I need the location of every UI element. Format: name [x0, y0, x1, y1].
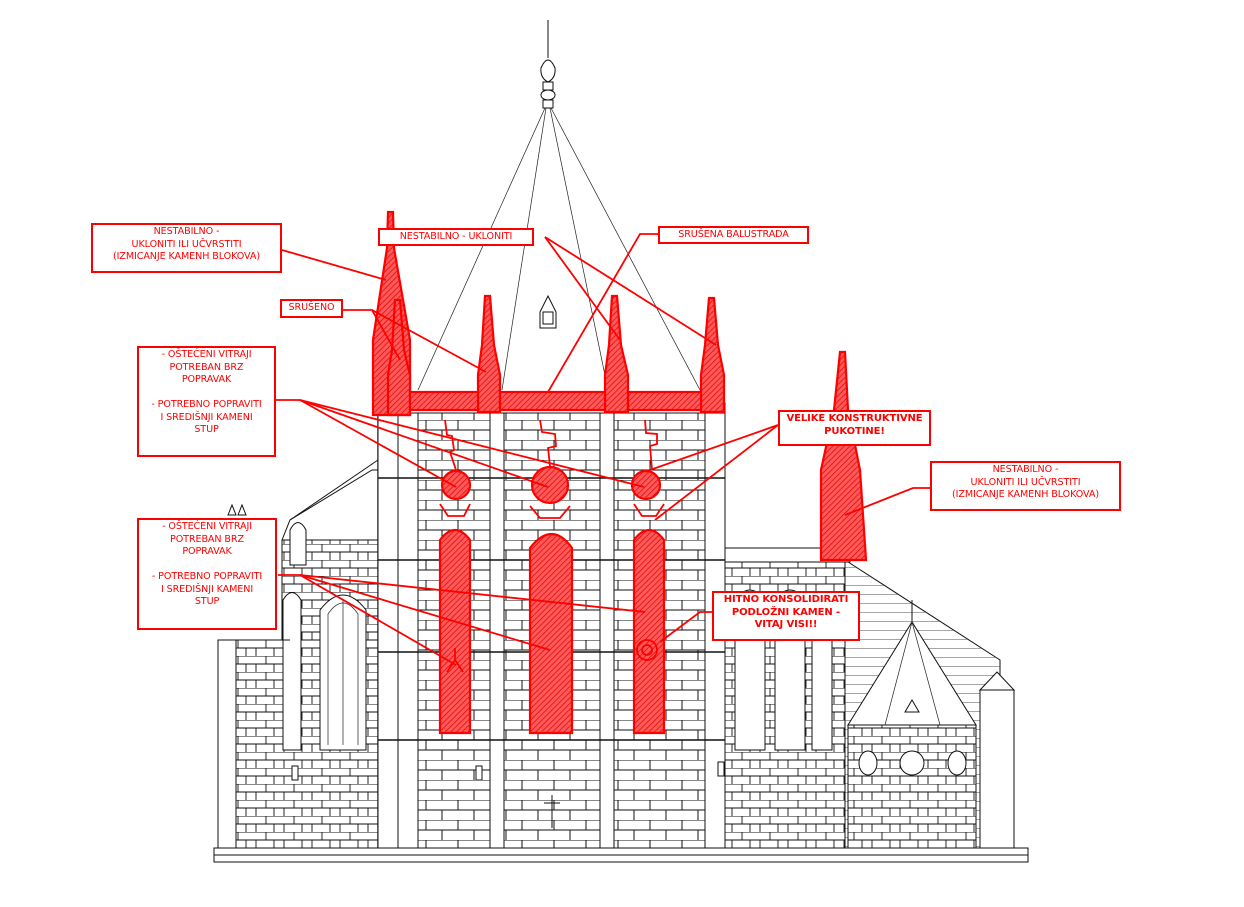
crack-left — [444, 419, 457, 471]
annotation-unstable-right-pinnacle: NESTABILNO - UKLONITI ILI UČVRSTITI (IZM… — [930, 461, 1121, 511]
balustrade-right — [626, 390, 703, 412]
annotation-consolidate-stone: HITNO KONSOLIDIRATI PODLOŽNI KAMEN - VIT… — [712, 591, 860, 641]
damage-highlights — [371, 210, 868, 735]
lancet-window-left — [438, 528, 472, 735]
annotation-unstable-left-pinnacle: NESTABILNO - UKLONITI ILI UČVRSTITI (IZM… — [91, 223, 282, 273]
annotation-unstable-remove: NESTABILNO - UKLONITI — [378, 228, 534, 246]
balustrade-center — [498, 390, 607, 412]
pinnacle-inner-left — [476, 294, 502, 414]
annotation-stained-glass-lower: - OŠTEĆENI VITRAJI POTREBAN BRZ POPRAVAK… — [137, 518, 277, 630]
annotation-collapsed-balustrade: SRUŠENA BALUSTRADA — [658, 226, 809, 244]
annotation-structural-cracks: VELIKE KONSTRUKTIVNE PUKOTINE! — [778, 410, 931, 446]
pinnacle-outer-right — [699, 296, 726, 414]
rose-window-left — [440, 469, 472, 501]
balustrade-left — [408, 390, 480, 412]
annotation-stained-glass-upper: - OŠTEĆENI VITRAJI POTREBAN BRZ POPRAVAK… — [137, 346, 276, 457]
lancet-window-center — [528, 532, 574, 735]
central-spire — [417, 20, 701, 391]
plinth — [213, 847, 1029, 863]
unstable-pinnacle-right — [819, 350, 868, 562]
crack-right — [644, 419, 658, 471]
pinnacle-inner-right — [603, 294, 630, 414]
left-side-chapel — [217, 459, 379, 851]
crack-center — [539, 419, 557, 467]
rose-window-center — [530, 465, 570, 505]
rose-window-right — [630, 469, 662, 501]
lancet-window-right — [632, 528, 666, 735]
leader-lines — [276, 233, 930, 666]
annotation-collapsed: SRUŠENO — [280, 299, 343, 318]
